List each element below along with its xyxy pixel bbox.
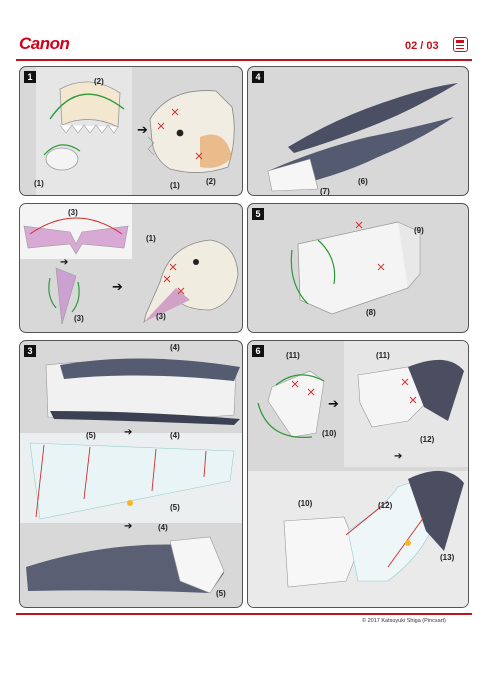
step-5-illustration <box>290 221 421 315</box>
label: (1) <box>146 234 156 243</box>
step-2-panel: 2 ➔ ➔ (3) (3) (1) (3) <box>19 203 243 333</box>
arrow-down-icon: ➔ <box>60 257 69 268</box>
label: (6) <box>358 177 368 186</box>
label: (5) <box>216 589 226 598</box>
step-6-illustration <box>257 359 464 588</box>
label: (10) <box>322 429 337 438</box>
label: (3) <box>156 312 166 321</box>
canon-logo: Canon <box>19 34 70 53</box>
arrow-down-icon: ➔ <box>124 427 133 438</box>
label: (3) <box>74 314 84 323</box>
label: (12) <box>378 501 393 510</box>
label: (12) <box>420 435 435 444</box>
step-4-panel: 4 (6) (7) <box>247 66 469 196</box>
label: (5) <box>170 503 180 512</box>
step-6-badge: 6 <box>252 345 264 357</box>
label: (3) <box>68 208 78 217</box>
label: (8) <box>366 308 376 317</box>
step-1-panel: 1 ➔ (2) (1) (1) (2) <box>19 66 243 196</box>
label: (10) <box>298 499 313 508</box>
label: (11) <box>286 351 300 360</box>
label: (13) <box>440 553 455 562</box>
step-5-panel: 5 (9) (8) <box>247 203 469 333</box>
label: (1) <box>170 181 180 190</box>
label: (1) <box>34 179 44 188</box>
step-4-badge: 4 <box>252 71 264 83</box>
label: (11) <box>376 351 390 360</box>
step-1-illustration <box>43 81 235 173</box>
arrow-down-icon: ➔ <box>124 521 133 532</box>
label: (4) <box>170 431 180 440</box>
label: (2) <box>94 77 104 86</box>
arrow-right-icon: ➔ <box>112 280 123 295</box>
label: (2) <box>206 177 216 186</box>
label: (5) <box>86 431 96 440</box>
print-icon[interactable] <box>453 37 468 52</box>
step-3-badge: 3 <box>24 345 36 357</box>
step-3-panel: 3 ➔ ➔ (4) (5) (4) (5) (4) (5) <box>19 340 243 608</box>
arrow-down-icon: ➔ <box>394 451 403 462</box>
step-5-badge: 5 <box>252 208 264 220</box>
label: (4) <box>158 523 168 532</box>
page-indicator: 02 / 03 <box>405 40 439 52</box>
header-rule <box>16 59 472 61</box>
step-6-panel: 6 ➔ ➔ (11) (10) (11) (12) (10) (12) (13) <box>247 340 469 608</box>
label: (9) <box>414 226 424 235</box>
arrow-right-icon: ➔ <box>137 123 148 138</box>
step-4-illustration <box>267 83 458 192</box>
step-3-illustration <box>26 358 240 594</box>
step-1-badge: 1 <box>24 71 36 83</box>
arrow-right-icon: ➔ <box>328 397 339 412</box>
label: (7) <box>320 187 330 196</box>
label: (4) <box>170 343 180 352</box>
step-2-illustration <box>23 217 239 325</box>
copyright: © 2017 Katsuyuki Shiga (Pincsart) <box>362 618 446 624</box>
footer-rule <box>16 613 472 615</box>
